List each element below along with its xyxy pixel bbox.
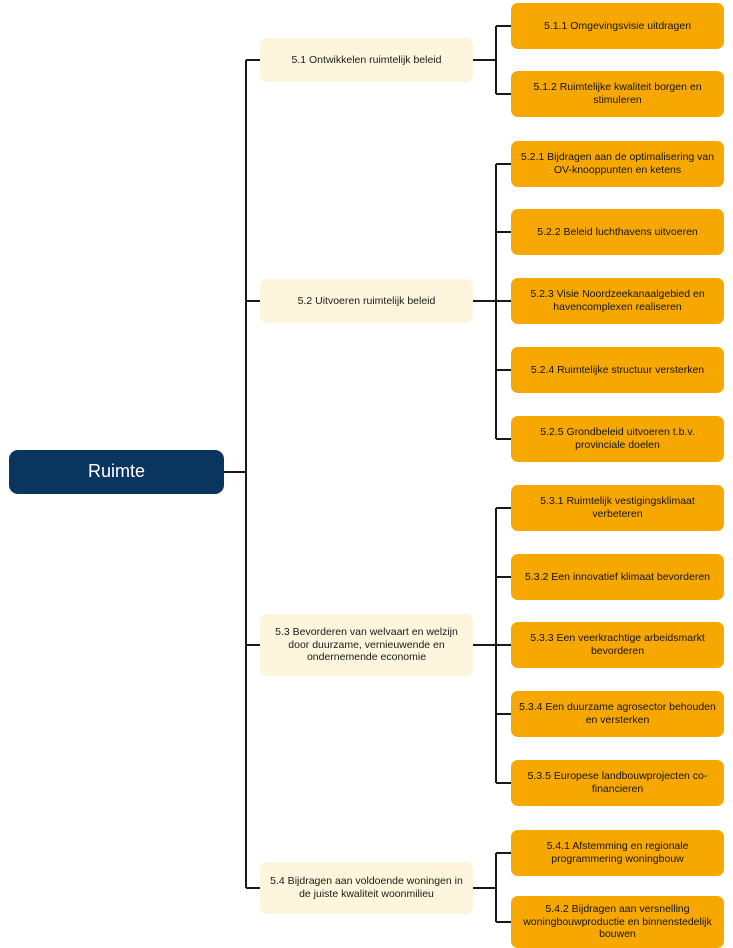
leaf-node-5-1-1-label: 5.1.1 Omgevingsvisie uitdragen [543, 19, 692, 32]
leaf-node-5-3-3[interactable]: 5.3.3 Een veerkrachtige arbeidsmarkt bev… [511, 622, 724, 668]
leaf-node-5-4-2[interactable]: 5.4.2 Bijdragen aan versnelling woningbo… [511, 896, 724, 948]
leaf-node-5-3-2-label: 5.3.2 Een innovatief klimaat bevorderen [524, 570, 711, 583]
leaf-node-5-2-1-label: 5.2.1 Bijdragen aan de optimalisering va… [520, 151, 715, 176]
leaf-node-5-2-4[interactable]: 5.2.4 Ruimtelijke structuur versterken [511, 347, 724, 393]
leaf-node-5-3-4-label: 5.3.4 Een duurzame agrosector behouden e… [519, 701, 716, 726]
branch-node-5-3-label: 5.3 Bevorderen van welvaart en welzijn d… [275, 625, 458, 664]
leaf-node-5-4-1[interactable]: 5.4.1 Afstemming en regionale programmer… [511, 830, 724, 876]
leaf-node-5-2-2[interactable]: 5.2.2 Beleid luchthavens uitvoeren [511, 209, 724, 255]
leaf-node-5-3-1-label: 5.3.1 Ruimtelijk vestigingsklimaat verbe… [540, 495, 695, 520]
leaf-node-5-2-2-label: 5.2.2 Beleid luchthavens uitvoeren [537, 225, 698, 238]
leaf-node-5-3-2[interactable]: 5.3.2 Een innovatief klimaat bevorderen [511, 554, 724, 600]
leaf-node-5-3-5[interactable]: 5.3.5 Europese landbouwprojecten co-fina… [511, 760, 724, 806]
root-node-ruimte[interactable]: Ruimte [9, 450, 224, 494]
leaf-node-5-1-2[interactable]: 5.1.2 Ruimtelijke kwaliteit borgen en st… [511, 71, 724, 117]
branch-node-5-1-label: 5.1 Ontwikkelen ruimtelijk beleid [291, 53, 442, 66]
branch-node-5-1[interactable]: 5.1 Ontwikkelen ruimtelijk beleid [260, 38, 473, 82]
branch-node-5-3[interactable]: 5.3 Bevorderen van welvaart en welzijn d… [260, 614, 473, 676]
leaf-node-5-4-1-label: 5.4.1 Afstemming en regionale programmer… [546, 840, 689, 865]
root-node-label: Ruimte [87, 461, 145, 482]
leaf-node-5-3-5-label: 5.3.5 Europese landbouwprojecten co-fina… [527, 770, 708, 795]
leaf-node-5-1-2-label: 5.1.2 Ruimtelijke kwaliteit borgen en st… [533, 81, 702, 106]
leaf-node-5-3-1[interactable]: 5.3.1 Ruimtelijk vestigingsklimaat verbe… [511, 485, 724, 531]
leaf-node-5-4-2-label: 5.4.2 Bijdragen aan versnelling woningbo… [523, 902, 712, 941]
branch-node-5-2[interactable]: 5.2 Uitvoeren ruimtelijk beleid [260, 279, 473, 323]
leaf-node-5-1-1[interactable]: 5.1.1 Omgevingsvisie uitdragen [511, 3, 724, 49]
leaf-node-5-2-5-label: 5.2.5 Grondbeleid uitvoeren t.b.v. provi… [540, 426, 695, 451]
leaf-node-5-3-4[interactable]: 5.3.4 Een duurzame agrosector behouden e… [511, 691, 724, 737]
leaf-node-5-2-1[interactable]: 5.2.1 Bijdragen aan de optimalisering va… [511, 141, 724, 187]
leaf-node-5-2-5[interactable]: 5.2.5 Grondbeleid uitvoeren t.b.v. provi… [511, 416, 724, 462]
branch-node-5-4[interactable]: 5.4 Bijdragen aan voldoende woningen in … [260, 862, 473, 914]
leaf-node-5-2-4-label: 5.2.4 Ruimtelijke structuur versterken [530, 363, 705, 376]
leaf-node-5-2-3-label: 5.2.3 Visie Noordzeekanaalgebied en have… [530, 288, 705, 313]
leaf-node-5-2-3[interactable]: 5.2.3 Visie Noordzeekanaalgebied en have… [511, 278, 724, 324]
branch-node-5-4-label: 5.4 Bijdragen aan voldoende woningen in … [270, 875, 463, 900]
branch-node-5-2-label: 5.2 Uitvoeren ruimtelijk beleid [297, 294, 436, 307]
leaf-node-5-3-3-label: 5.3.3 Een veerkrachtige arbeidsmarkt bev… [530, 632, 705, 657]
